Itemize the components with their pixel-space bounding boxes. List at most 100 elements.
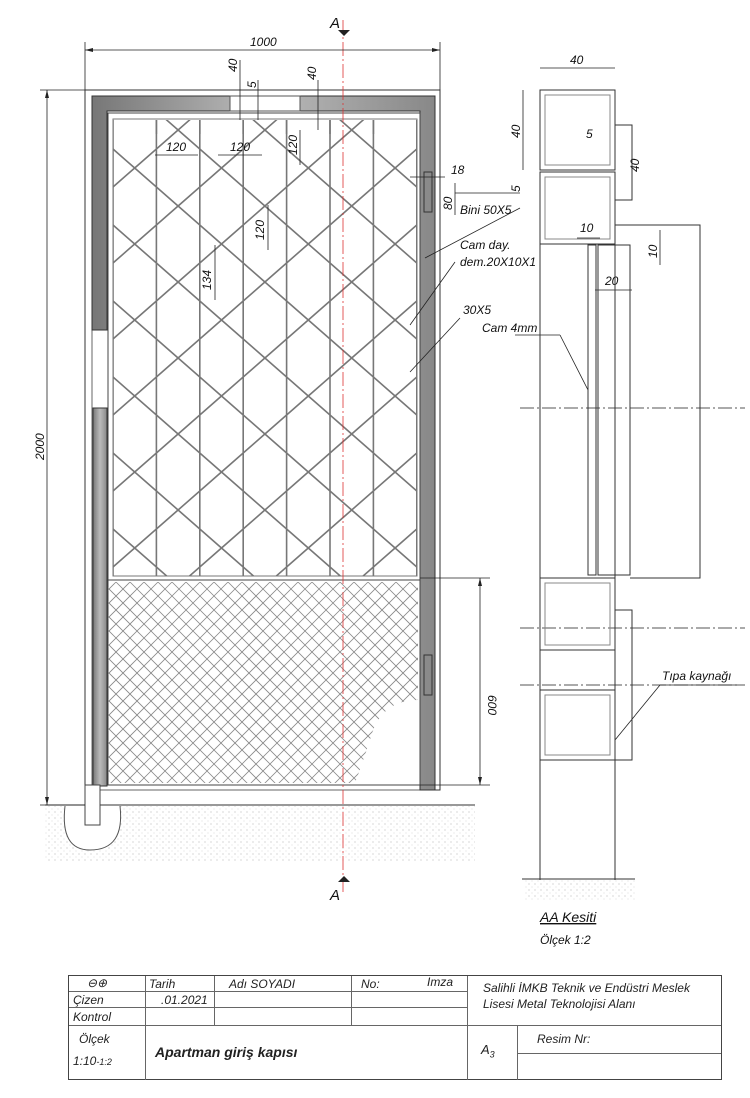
- hexagon-cell: [329, 432, 375, 512]
- hatch-line: [108, 582, 145, 783]
- hexagon-cell: [199, 394, 244, 474]
- hexagon-cell: [415, 527, 417, 569]
- hatch-line: [353, 582, 418, 783]
- hexagon-cell: [155, 432, 201, 512]
- label-glass-holder-1: Cam day.: [460, 238, 510, 252]
- section-dim-width: 40: [570, 53, 584, 67]
- hexagon-mesh: [113, 120, 417, 662]
- hexagon-cell: [113, 242, 158, 322]
- date-header: Tarih: [149, 977, 176, 991]
- hatch-line: [0, 582, 74, 792]
- hatch-line: [339, 582, 418, 783]
- hatch-line: [0, 582, 18, 792]
- section-title: AA Kesiti: [539, 909, 597, 925]
- hexagon-cell: [415, 147, 417, 189]
- label-glass-holder-2: dem.20X10X1: [460, 255, 536, 269]
- hexagon-cell: [113, 318, 158, 398]
- hexagon-cell: [156, 586, 199, 662]
- section-dim-10a: 10: [580, 221, 594, 235]
- hatch-line: [108, 582, 131, 783]
- section-aa: [539, 89, 701, 880]
- drawing-number-label: Resim Nr:: [537, 1032, 591, 1046]
- hexagon-cell: [329, 356, 375, 436]
- dim-top-gap: 5: [245, 81, 259, 88]
- hexagon-cell: [155, 204, 201, 284]
- hatch-line: [0, 582, 32, 792]
- name-header: Adı SOYADI: [229, 977, 296, 991]
- scale-value: 1:10: [73, 1054, 97, 1068]
- hexagon-cell: [329, 204, 375, 284]
- hexagon-cell: [329, 128, 375, 208]
- arrow-marks: [45, 30, 482, 882]
- hatch-line: [0, 582, 46, 792]
- dim-lower-panel: 600: [485, 695, 499, 715]
- hexagon-cell: [329, 508, 375, 576]
- no-header: No:: [361, 977, 380, 991]
- sign-header: Imza: [427, 975, 454, 989]
- title-block: ⊖⊕ Tarih Adı SOYADI No: Imza Çizen .01.2…: [68, 975, 722, 1080]
- section-dim-20: 20: [604, 274, 619, 288]
- label-weld: Tıpa kaynağı: [662, 669, 731, 683]
- hatch-line: [0, 582, 74, 792]
- hatch-line: [311, 582, 418, 783]
- hatch-line: [108, 582, 131, 783]
- hexagon-cell: [372, 318, 417, 398]
- hexagon-cell: [199, 166, 244, 246]
- hatch-line: [297, 582, 418, 783]
- label-hinge: Bini 50X5: [460, 203, 512, 217]
- scale-label: Ölçek: [79, 1032, 110, 1046]
- label-frame-bar: 30X5: [463, 303, 491, 317]
- hatch-line: [255, 582, 418, 783]
- section-dim-lip2: 40: [628, 158, 642, 172]
- hatch-line: [108, 582, 145, 783]
- dimension-lines: [40, 42, 740, 806]
- dim-hex-step: 134: [200, 270, 214, 290]
- hexagon-cell: [155, 280, 201, 360]
- paper-size: A: [481, 1042, 490, 1057]
- hexagon-cell: [372, 166, 417, 246]
- hexagon-cell: [415, 299, 417, 341]
- hatch-line: [381, 582, 418, 783]
- hexagon-cell: [372, 242, 417, 322]
- drawing-title: Apartman giriş kapısı: [155, 1044, 298, 1060]
- hatch-line: [367, 582, 418, 783]
- dim-hinge-len: 80: [441, 196, 455, 210]
- section-dim-lip: 5: [586, 127, 593, 141]
- hatch-line: [0, 582, 46, 792]
- section-mark-top: A: [329, 15, 340, 32]
- hexagon-cell: [242, 356, 288, 436]
- section-dim-10b: 10: [646, 244, 660, 258]
- hexagon-cell: [155, 508, 201, 576]
- hexagon-cell: [242, 508, 288, 576]
- checked-label: Kontrol: [73, 1010, 112, 1024]
- hatch-line: [108, 582, 159, 783]
- dim-top-frame-2: 40: [305, 66, 319, 80]
- hatch-line: [0, 582, 88, 792]
- projection-symbol: ⊖⊕: [87, 976, 108, 990]
- hexagon-cell: [242, 280, 288, 360]
- hatch-line: [0, 582, 102, 792]
- dim-mesh-vertical: 120: [286, 135, 300, 155]
- hatch-line: [325, 582, 418, 783]
- dim-top-frame: 40: [226, 58, 240, 72]
- hexagon-cell: [285, 318, 331, 398]
- school-line-1: Salihli İMKB Teknik ve Endüstri Meslek: [483, 981, 690, 995]
- hexagon-cell: [285, 166, 331, 246]
- hexagon-cell: [242, 204, 288, 284]
- hexagon-cell: [243, 586, 286, 662]
- hexagon-cell: [113, 394, 158, 474]
- hexagon-cell: [415, 451, 417, 493]
- hexagon-cell: [155, 356, 201, 436]
- section-scale: Ölçek 1:2: [540, 933, 591, 947]
- hatch-line: [108, 582, 159, 783]
- hatch-line: [0, 582, 32, 792]
- school-line-2: Lisesi Metal Teknolojisi Alanı: [483, 997, 636, 1011]
- hatch-line: [325, 582, 418, 783]
- dim-width: 1000: [250, 35, 277, 49]
- dim-hex-height: 120: [253, 220, 267, 240]
- hatch-line: [108, 582, 173, 783]
- section-dim-gap: 5: [509, 185, 523, 192]
- hexagon-cell: [113, 166, 158, 246]
- drawn-date: .01.2021: [161, 993, 208, 1007]
